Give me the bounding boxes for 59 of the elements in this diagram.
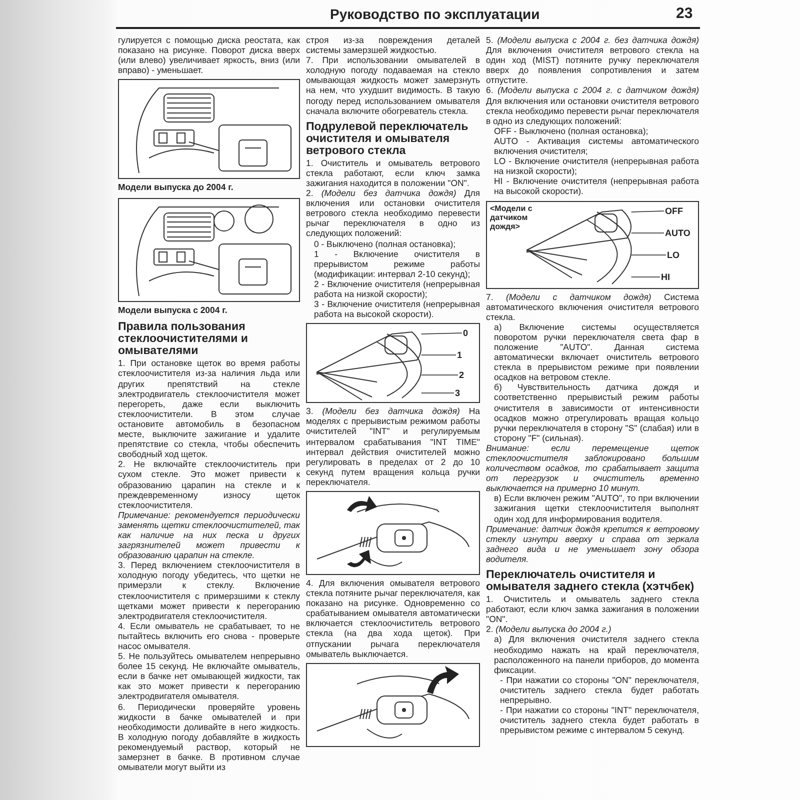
leader-line — [630, 232, 664, 233]
list-item: OFF - Выключено (полная остановка); — [494, 126, 650, 136]
list-item: AUTO - Активация системы автоматического включения очистителя; — [494, 136, 699, 156]
leader-line — [630, 254, 666, 255]
list-item: 3 - Включение очистителя (непрерывная работа на высокой скорости). — [314, 299, 480, 320]
paragraph: 1. Очиститель и омыватель ветрового стекла работают, если ключ замка зажигания находится в положении "ON". — [306, 158, 480, 188]
paragraph: 2. (Модели без датчика дождя) Для включения или остановки очистителя ветрового стекла необходимо перевести рычаг переключателя в одно из следующих положений: — [306, 188, 480, 238]
list-item: б) Чувствительность датчика дождя и соответственно прерывистый режим работы очистителя в зависимости от интенсивности осадков можно отрегулировать вращая кольцо ручки переключателя в сторону "S" (слабая) или в сторону "F" (сильная). — [494, 382, 699, 443]
figure-caption: Модели выпуска до 2004 г. — [118, 182, 234, 192]
list-item: HI - Включение очистителя (непрерывная работа на высокой скорости). — [494, 176, 699, 196]
figure-caption: Модели выпуска с 2004 г. — [118, 305, 228, 316]
paragraph: 6. (Модели выпуска с 2004 г. с датчиком дождя) Для включения или остановки очистителя ветрового стекла необходимо перевести рычаг переключателя в одно из следующих положений: — [486, 85, 699, 126]
callout-label: HI — [661, 272, 670, 282]
leader-line — [630, 210, 664, 212]
note-text: Примечание: датчик дождя крепится к ветровому стеклу изнутри вверху и справа от зеркала заднего вида и не уменьшает зону обзора водителя. — [486, 524, 699, 564]
callout-label: 3 — [455, 388, 460, 398]
paragraph: гулируется с помощью диска реостата, как показано на рисунке. Поворот диска вверх (или влево) увеличивает яркость, вниз (или вправо) - уменьшает. — [118, 35, 300, 76]
callout-label: OFF — [665, 206, 683, 216]
paragraph: 5. (Модели выпуска с 2004 г. без датчика дождя) Для включения очистителя ветрового стекла на один ход (MIST) потяните ручку переключателя вверх до появления сопротивления и затем отпустите. — [486, 35, 699, 86]
paragraph: 7. При использовании омывателей в холодную погоду подаваемая на стекло омывающая жидкость может замерзнуть на нем, что ухудшит видимость. В такую погоду перед использованием омывателя сначала включите обогреватель стекла. — [306, 55, 480, 116]
paragraph: 1. При остановке щеток во время работы стеклоочистителя из-за наличия льда или других препятствий на стекле электродвигатель стеклоочистителя может перегореть, даже если выключить стеклоочистители. В этом случае остановите автомобиль в безопасном месте, выключите зажигание и удалите препятствие со стекла, чтобы обеспечить свободный ход щеток. — [118, 358, 300, 460]
paragraph: 2. (Модели выпуска до 2004 г.) — [486, 624, 612, 634]
callout-label: LO — [667, 250, 680, 260]
paragraph: 7. (Модели с датчиком дождя) Система автоматического включения очистителя ветрового стекла. — [486, 292, 699, 322]
callout-label: 0 — [463, 328, 468, 338]
section-heading: Правила пользования стеклоочистителями и омывателями — [118, 321, 249, 358]
paragraph: строя из-за повреждения деталей системы замерзшей жидкостью. — [306, 35, 480, 56]
list-item: а) Для включения очистителя заднего стекла необходимо нажать на край переключателя, расположенного на панели приборов, до момента фиксации. — [494, 634, 699, 675]
list-item: LO - Включение очистителя (непрерывная работа на низкой скорости); — [494, 156, 699, 176]
paragraph: 6. Периодически проверяйте уровень жидкости в бачке омывателей и при необходимости доливайте в него жидкость. В холодную погоду добавляйте в жидкость рекомендуемый раствор, который не замерзнет в бачке. В противном случае омыватели могут выйти из — [118, 702, 300, 772]
section-heading: Подрулевой переключатель очистителя и омывателя ветрового стекла — [306, 120, 470, 157]
list-item: - При нажатии со стороны "ON" переключателя, очиститель заднего стекла будет работать непрерывно. — [500, 674, 699, 706]
list-item: а) Включение системы осуществляется поворотом ручки переключателя света фар в положение "AUTO". Данная система автоматически включает очиститель ветрового стекла в прерывистом режиме при появлении осадков на ветровом стекле. — [494, 322, 699, 382]
callout-label: 1 — [457, 350, 462, 360]
paragraph: 3. (Модели без датчика дождя) На моделях с прерывистым режимом работы очистителей "INT" и регулируемым интервалом срабатывания "INT TIME" интервал действия очистителей можно регулировать в пределах от 2 до 10 секунд путем вращения кольца ручки переключателя. — [306, 406, 480, 487]
callout-label: 2 — [459, 370, 464, 380]
section-heading: Переключатель очистителя и омывателя заднего стекла (хэтчбек) — [486, 569, 696, 594]
list-item: - При нажатии со стороны "INT" переключателя, очиститель заднего стекла будет работать в прерывистом режиме с интервалом 5 секунд. — [500, 705, 699, 736]
paragraph: 5. Не пользуйтесь омывателем непрерывно более 15 секунд. Не включайте омыватель, если в бачке нет омывающей жидкости, так как это может привести к перегоранию электродвигателя омывателя. — [118, 651, 300, 702]
page-number: 23 — [676, 5, 693, 22]
leader-line — [420, 332, 462, 335]
note-text: Примечание: рекомендуется периодически заменять щетки стеклоочистителей, так как наличие на них песка и других загрязнителей может привести к образованию царапин на стекле. — [118, 510, 300, 560]
list-item: 0 - Выключено (полная остановка); — [314, 238, 457, 249]
paragraph: 4. Если омыватель не срабатывает, то не пытайтесь включить его снова - проверьте насос омывателя. — [118, 620, 300, 652]
note-text: Внимание: если перемещение щеток стеклоочистителя заблокировано большим количеством осадков, то срабатывает защита от перегрузок и очиститель временно выключается на примерно 10 минут. — [486, 442, 699, 494]
wiper-lever-drawing — [316, 332, 422, 401]
leader-line — [420, 374, 458, 376]
leader-line — [630, 276, 660, 277]
paragraph: 4. Для включения омывателя ветрового стекла потяните рычаг переключателя, как показано на рисунке. Одновременно со срабатыванием омывателя автоматически включается стеклоочиститель ветрового стекла (на два хода щеток). При отпускании рычага переключателя омыватель выключается. — [306, 578, 480, 659]
page-title: Руководство по эксплуатации — [330, 6, 540, 22]
callout-label: AUTO — [665, 228, 690, 238]
paragraph: 3. Перед включением стеклоочистителя в холодную погоду убедитесь, что щетки не примерзли к стеклу. Включение стеклоочистителя с примерзшими к стеклу щетками может привести к перегоранию электродвигателя стеклоочистителя. — [118, 560, 300, 621]
list-item: 2 - Включение очистителя (непрерывная работа на низкой скорости); — [314, 278, 480, 300]
list-item: 1 - Включение очистителя в прерывистом режиме работы (модификации: интервал 2-10 секунд); — [314, 248, 480, 279]
list-item: в) Если включен режим "AUTO", то при включении зажигания щетки стеклоочистителя выполнят один ход для информирования водителя. — [494, 493, 699, 524]
leader-line — [420, 392, 454, 394]
paragraph: 1. Очиститель и омыватель заднего стекла работают, если ключ замка зажигания в положении "ON". — [486, 594, 699, 624]
paragraph: 2. Не включайте стеклоочиститель при сухом стекле. Это может привести к образованию царапин на стекле и к преждевременному износу щеток стеклоочистителя. — [118, 459, 300, 510]
leader-line — [420, 354, 456, 356]
